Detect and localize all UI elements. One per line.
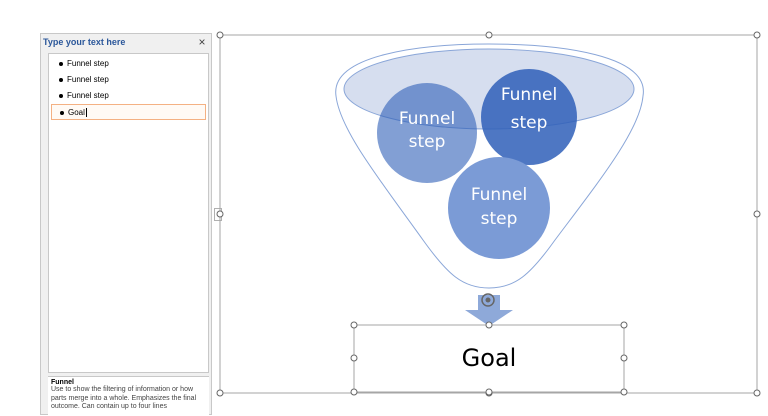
list-item[interactable]: Funnel step xyxy=(51,88,206,104)
list-item-label: Funnel step xyxy=(67,59,109,68)
down-arrow-icon xyxy=(465,295,513,326)
list-item-label: Funnel step xyxy=(67,75,109,84)
bullet-icon xyxy=(59,78,63,82)
text-list[interactable]: Funnel step Funnel step Funnel step Goal xyxy=(48,53,209,373)
bullet-icon xyxy=(59,94,63,98)
circle-label: Funnel xyxy=(471,185,527,205)
resize-handle xyxy=(485,31,493,39)
goal-box-handles[interactable] xyxy=(350,321,628,396)
resize-handle xyxy=(350,354,358,362)
resize-handle xyxy=(753,389,761,397)
text-pane: Type your text here × Funnel step Funnel… xyxy=(40,33,212,416)
text-pane-title: Type your text here xyxy=(43,37,126,47)
resize-handle xyxy=(216,389,224,397)
list-item[interactable]: Funnel step xyxy=(51,56,206,72)
text-pane-header: Type your text here × xyxy=(41,34,211,52)
selection-handles[interactable] xyxy=(216,31,761,397)
funnel-step-circle[interactable] xyxy=(481,69,577,165)
resize-handle xyxy=(485,321,493,329)
layout-description-title: Funnel xyxy=(51,379,74,386)
resize-handle xyxy=(753,210,761,218)
close-icon[interactable]: × xyxy=(198,35,206,49)
funnel-step-circle[interactable] xyxy=(377,83,477,183)
resize-handle xyxy=(753,31,761,39)
circle-label: step xyxy=(511,113,548,133)
circle-label: Funnel xyxy=(399,109,455,129)
list-item-label: Goal xyxy=(68,108,85,117)
list-item-label: Funnel step xyxy=(67,91,109,100)
funnel-outline xyxy=(335,43,644,289)
resize-handle xyxy=(620,321,628,329)
goal-label: Goal xyxy=(462,344,517,372)
layout-description: Funnel Use to show the filtering of info… xyxy=(48,376,209,416)
list-item-active[interactable]: Goal xyxy=(51,104,206,120)
text-caret xyxy=(85,108,87,118)
resize-handle xyxy=(620,388,628,396)
resize-handle xyxy=(216,210,224,218)
resize-handle xyxy=(620,354,628,362)
resize-handle xyxy=(350,388,358,396)
goal-box[interactable] xyxy=(353,324,625,393)
list-item[interactable]: Funnel step xyxy=(51,72,206,88)
circle-label: Funnel xyxy=(501,85,557,105)
funnel-step-circle[interactable] xyxy=(448,157,550,259)
resize-handle xyxy=(216,31,224,39)
resize-handle xyxy=(485,388,493,396)
circle-label: step xyxy=(409,132,446,152)
bullet-icon xyxy=(59,62,63,66)
resize-handle xyxy=(350,321,358,329)
circle-label: step xyxy=(481,209,518,229)
rotate-handle-icon[interactable] xyxy=(481,293,495,307)
layout-description-text: Use to show the filtering of information… xyxy=(51,386,197,410)
bullet-icon xyxy=(60,111,64,115)
